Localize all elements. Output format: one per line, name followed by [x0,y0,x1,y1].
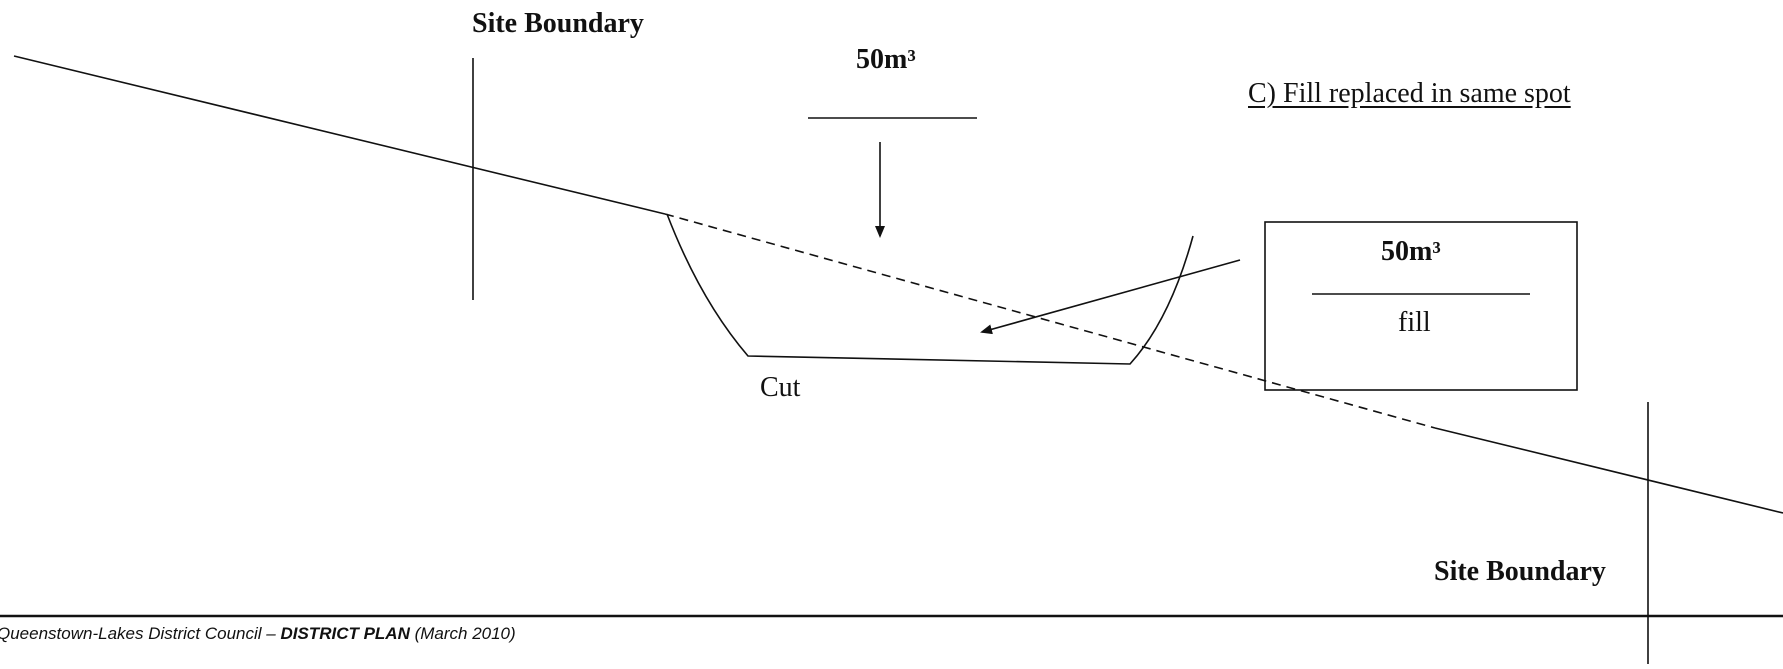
diagram-caption: C) Fill replaced in same spot [1248,78,1571,109]
fill-box-fill-label: fill [1398,307,1431,338]
footer-date: (March 2010) [409,624,516,643]
cut-label: Cut [760,372,801,403]
ground-line-lower [1434,427,1783,514]
footer-plan: DISTRICT PLAN [280,624,410,643]
fill-box [1264,221,1578,391]
footer-council: Queenstown-Lakes District Council – [0,624,281,643]
original-ground-dashed-line [664,213,1436,429]
page-footer: Queenstown-Lakes District Council – DIST… [0,624,516,644]
fill-arrow [980,259,1241,335]
site-boundary-bottom-label: Site Boundary [1434,556,1606,587]
site-boundary-top-label: Site Boundary [472,8,644,39]
ground-line-upper [13,55,666,215]
volume-top-label: 50m³ [856,44,916,75]
cut-excavation-outline [666,213,1194,365]
fill-box-volume-label: 50m³ [1381,236,1441,267]
